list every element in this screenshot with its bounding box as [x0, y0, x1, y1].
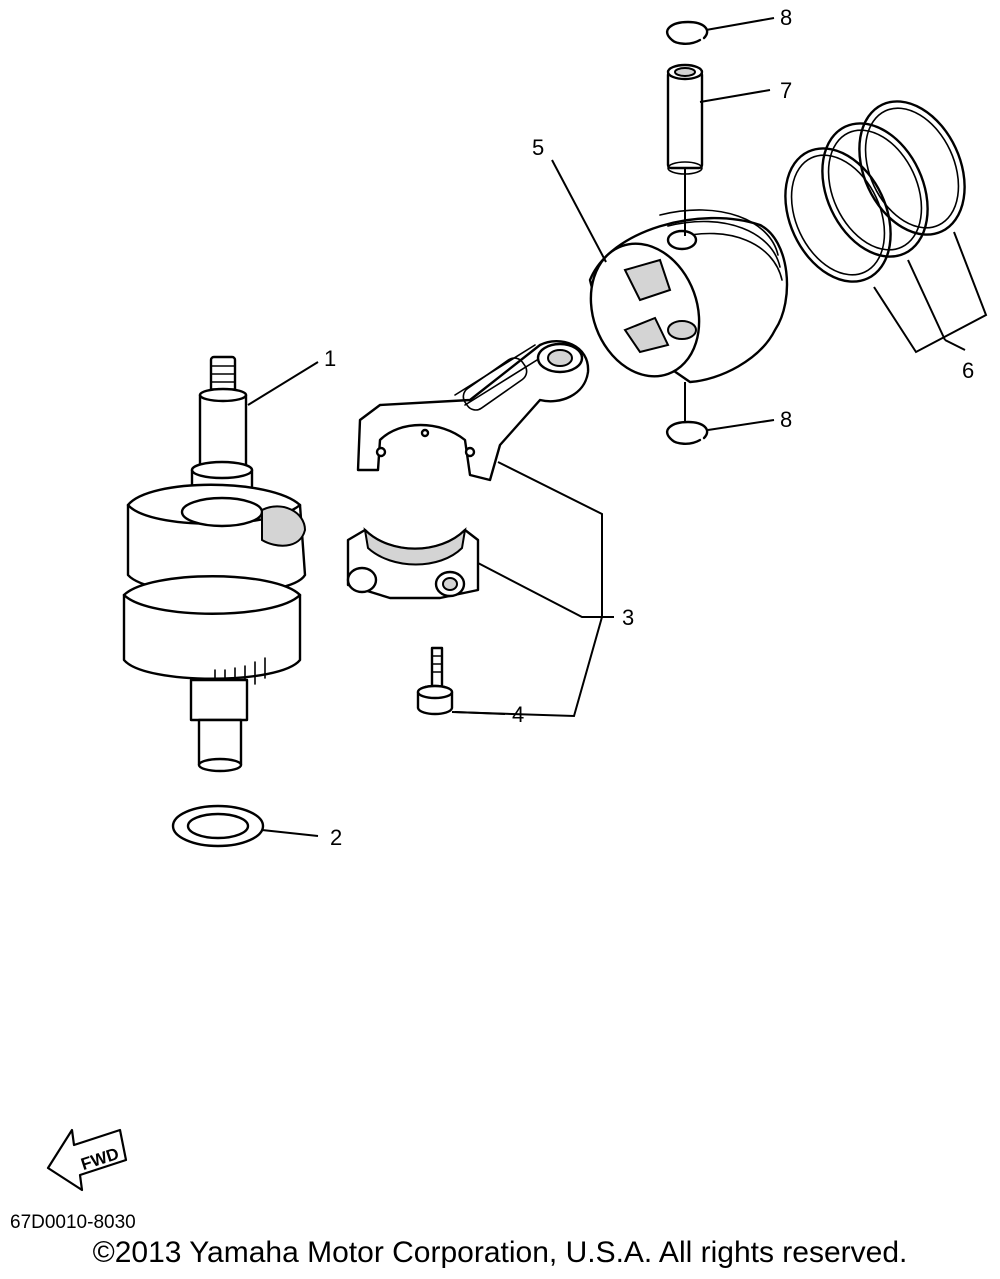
crankshaft: [122, 355, 307, 773]
circlip-top: [665, 20, 709, 45]
callout-7: 7: [780, 78, 792, 103]
lead-lines: [247, 17, 988, 837]
piston-rings: [784, 100, 966, 283]
rod-bolt: [416, 646, 454, 716]
callout-3: 3: [622, 605, 634, 630]
callout-8-top: 8: [780, 5, 792, 30]
callout-5: 5: [532, 135, 544, 160]
piston: [588, 209, 789, 384]
connecting-rod-cap: [346, 527, 480, 600]
washer: [171, 804, 265, 848]
callout-2: 2: [330, 825, 342, 850]
callout-1: 1: [324, 346, 336, 371]
callout-8-bottom: 8: [780, 407, 792, 432]
connecting-rod: [356, 340, 590, 482]
circlip-bottom: [665, 420, 709, 445]
forward-direction-arrow-icon: FWD: [46, 1128, 128, 1192]
callout-6: 6: [962, 358, 974, 383]
piston-pin: [666, 63, 704, 175]
callout-4: 4: [512, 702, 524, 727]
reference-code: 67D0010-8030: [10, 1212, 136, 1233]
copyright-notice: ©2013 Yamaha Motor Corporation, U.S.A. A…: [92, 1236, 908, 1269]
